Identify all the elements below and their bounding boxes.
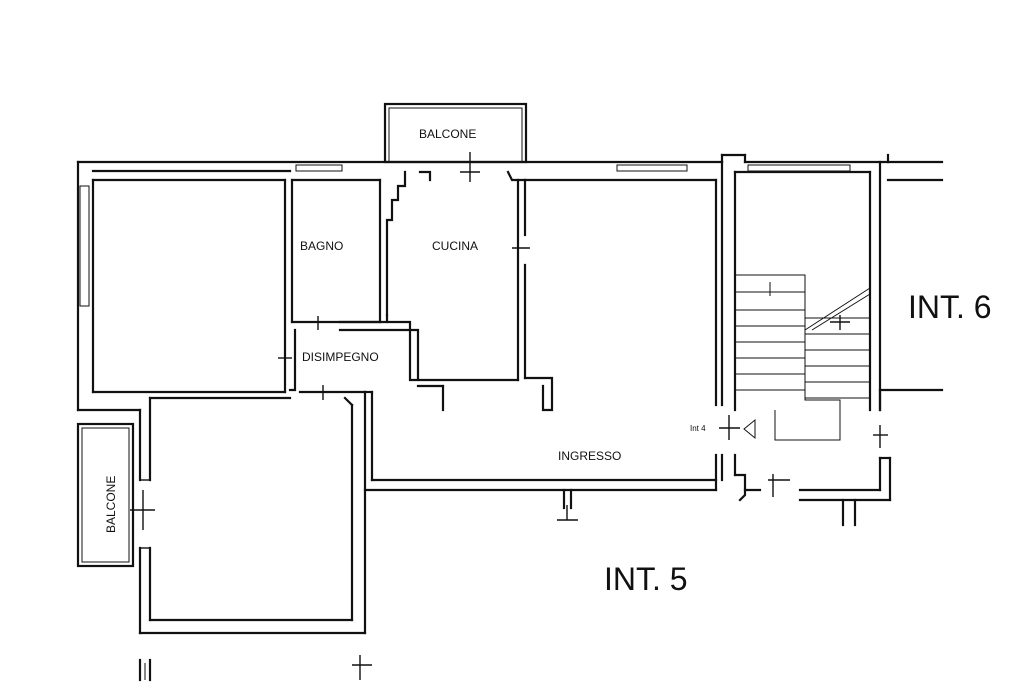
- top-windows: [295, 164, 851, 172]
- left-wing-walls: [76, 160, 287, 412]
- label-int4: Int 4: [690, 424, 706, 433]
- lower-left-room-walls: [138, 390, 367, 682]
- label-int5: INT. 5: [604, 561, 688, 597]
- landing: [733, 453, 892, 527]
- label-balcone-left: BALCONE: [104, 476, 118, 533]
- label-ingresso: INGRESSO: [558, 449, 621, 463]
- balcony-left: [76, 422, 135, 568]
- label-balcone-top: BALCONE: [419, 127, 476, 141]
- label-bagno: BAGNO: [300, 239, 343, 253]
- label-cucina: CUCINA: [432, 239, 478, 253]
- stairwell: [733, 160, 944, 441]
- exterior-top-wall: [76, 153, 944, 182]
- ingresso-walls: [298, 160, 724, 510]
- label-int6: INT. 6: [908, 289, 992, 325]
- door-markers: [130, 152, 888, 680]
- cucina-walls: [288, 170, 554, 412]
- label-disimpegno: DISIMPEGNO: [302, 350, 379, 364]
